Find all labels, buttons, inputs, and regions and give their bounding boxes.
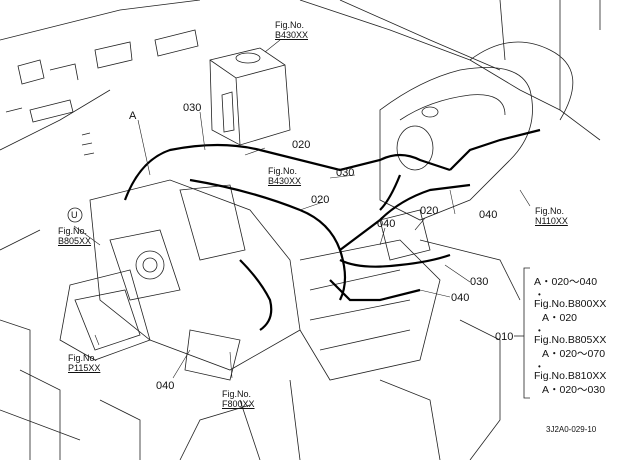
- fig-code: B805XX: [58, 236, 92, 246]
- part-label-030: 030: [470, 276, 489, 288]
- fig-callout-b430xx: Fig.No. B430XX: [268, 166, 301, 186]
- brackets: [5, 29, 199, 156]
- fig-prefix: Fig.No.: [222, 389, 252, 399]
- fig-callout-f800xx: Fig.No. F800XX: [222, 389, 255, 409]
- fig-callout-n110xx: Fig.No. N110XX: [535, 206, 568, 226]
- part-label-030: 030: [183, 102, 202, 114]
- fig-code: P115XX: [68, 363, 101, 373]
- part-label-040: 040: [451, 292, 470, 304]
- fig-callout-b805xx: Fig.No. B805XX: [58, 226, 91, 246]
- legend-line-2: Fig.No.B800XX: [534, 298, 607, 310]
- legend-line-5: A・020～070: [542, 348, 606, 360]
- part-label-040: 040: [156, 380, 175, 392]
- fig-code: N110XX: [535, 216, 568, 226]
- fig-prefix: Fig.No.: [275, 20, 305, 30]
- wire-harness: [123, 128, 541, 331]
- legend-line-1: A・020～040: [534, 276, 598, 288]
- part-label-040: 040: [479, 209, 498, 221]
- fig-code: F800XX: [222, 399, 255, 409]
- part-label-020: 020: [420, 205, 439, 217]
- legend-dot: •: [538, 326, 541, 335]
- part-label-020: 020: [292, 139, 311, 151]
- fig-prefix: Fig.No.: [535, 206, 565, 216]
- ref-label-a: A: [129, 110, 137, 122]
- fig-callout-p115xx: Fig.No. P115XX: [68, 353, 100, 373]
- legend-dot: •: [538, 362, 541, 371]
- legend-line-7: A・020～030: [542, 384, 606, 396]
- fig-callout-b430xx: Fig.No. B430XX: [275, 20, 308, 40]
- ref-label-u: U: [71, 210, 78, 220]
- legend-dot: •: [538, 290, 541, 299]
- part-label-040: 040: [377, 218, 396, 230]
- engine-block: [59, 179, 441, 381]
- legend-box: A・020～040 • Fig.No.B800XX A・020 • Fig.No…: [516, 266, 622, 402]
- part-label-020: 020: [311, 194, 330, 206]
- drawing-id: 3J2A0-029-10: [546, 425, 597, 434]
- legend-line-6: Fig.No.B810XX: [534, 370, 607, 382]
- leader-lines: [73, 39, 531, 379]
- reservoir-tank: [209, 47, 291, 146]
- fig-code: B430XX: [268, 176, 302, 186]
- fig-code: B430XX: [275, 30, 309, 40]
- legend-bracket: [514, 267, 530, 399]
- fig-prefix: Fig.No.: [68, 353, 98, 363]
- legend-line-3: A・020: [542, 312, 578, 324]
- seat-console: [379, 41, 574, 221]
- legend-line-4: Fig.No.B805XX: [534, 334, 607, 346]
- part-label-010: 010: [495, 331, 514, 343]
- ref-circle-u: [67, 207, 83, 223]
- fig-prefix: Fig.No.: [268, 166, 298, 176]
- part-label-030: 030: [336, 167, 355, 179]
- fig-prefix: Fig.No.: [58, 226, 88, 236]
- frame-structure: [0, 0, 601, 460]
